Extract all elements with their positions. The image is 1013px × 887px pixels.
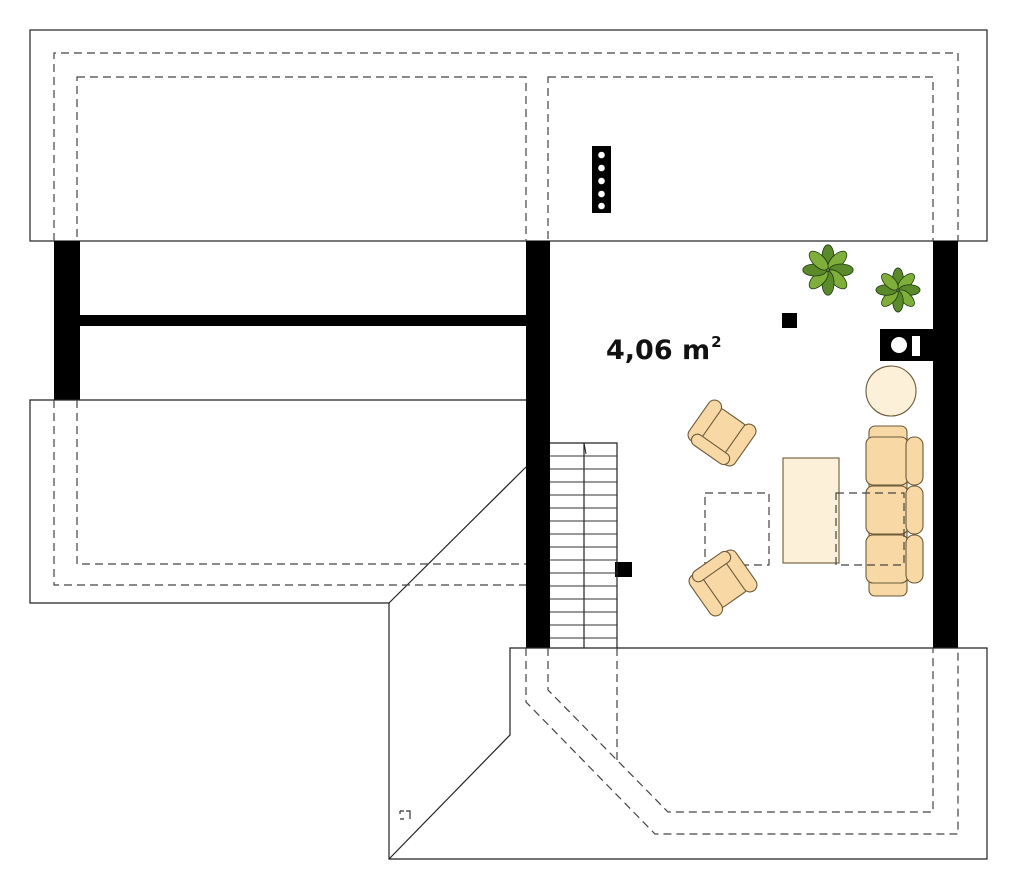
area-value: 4,06 m [606, 335, 711, 366]
stairs-icon [550, 442, 618, 648]
chimney-icon [592, 146, 611, 213]
round-table [865, 365, 917, 417]
rug-outline [704, 492, 770, 566]
armchair-icon [687, 399, 757, 467]
plant-icon [875, 267, 921, 313]
roof-lower-left [388, 603, 988, 860]
plant-icon [802, 244, 854, 296]
roof-left [29, 399, 527, 604]
plant-leaf [881, 273, 899, 291]
roof-top [29, 29, 988, 242]
walls [54, 241, 958, 648]
armchair-icon [688, 549, 758, 617]
stove-icon [880, 329, 933, 361]
table-icon [782, 457, 840, 564]
plant-leaf [808, 250, 829, 271]
area-unit-superscript: 2 [711, 333, 722, 351]
area-label: 4,06 m2 [606, 333, 722, 366]
sofa-icon [865, 425, 924, 597]
rug-outline [835, 492, 905, 566]
skylight-icon [399, 810, 411, 820]
